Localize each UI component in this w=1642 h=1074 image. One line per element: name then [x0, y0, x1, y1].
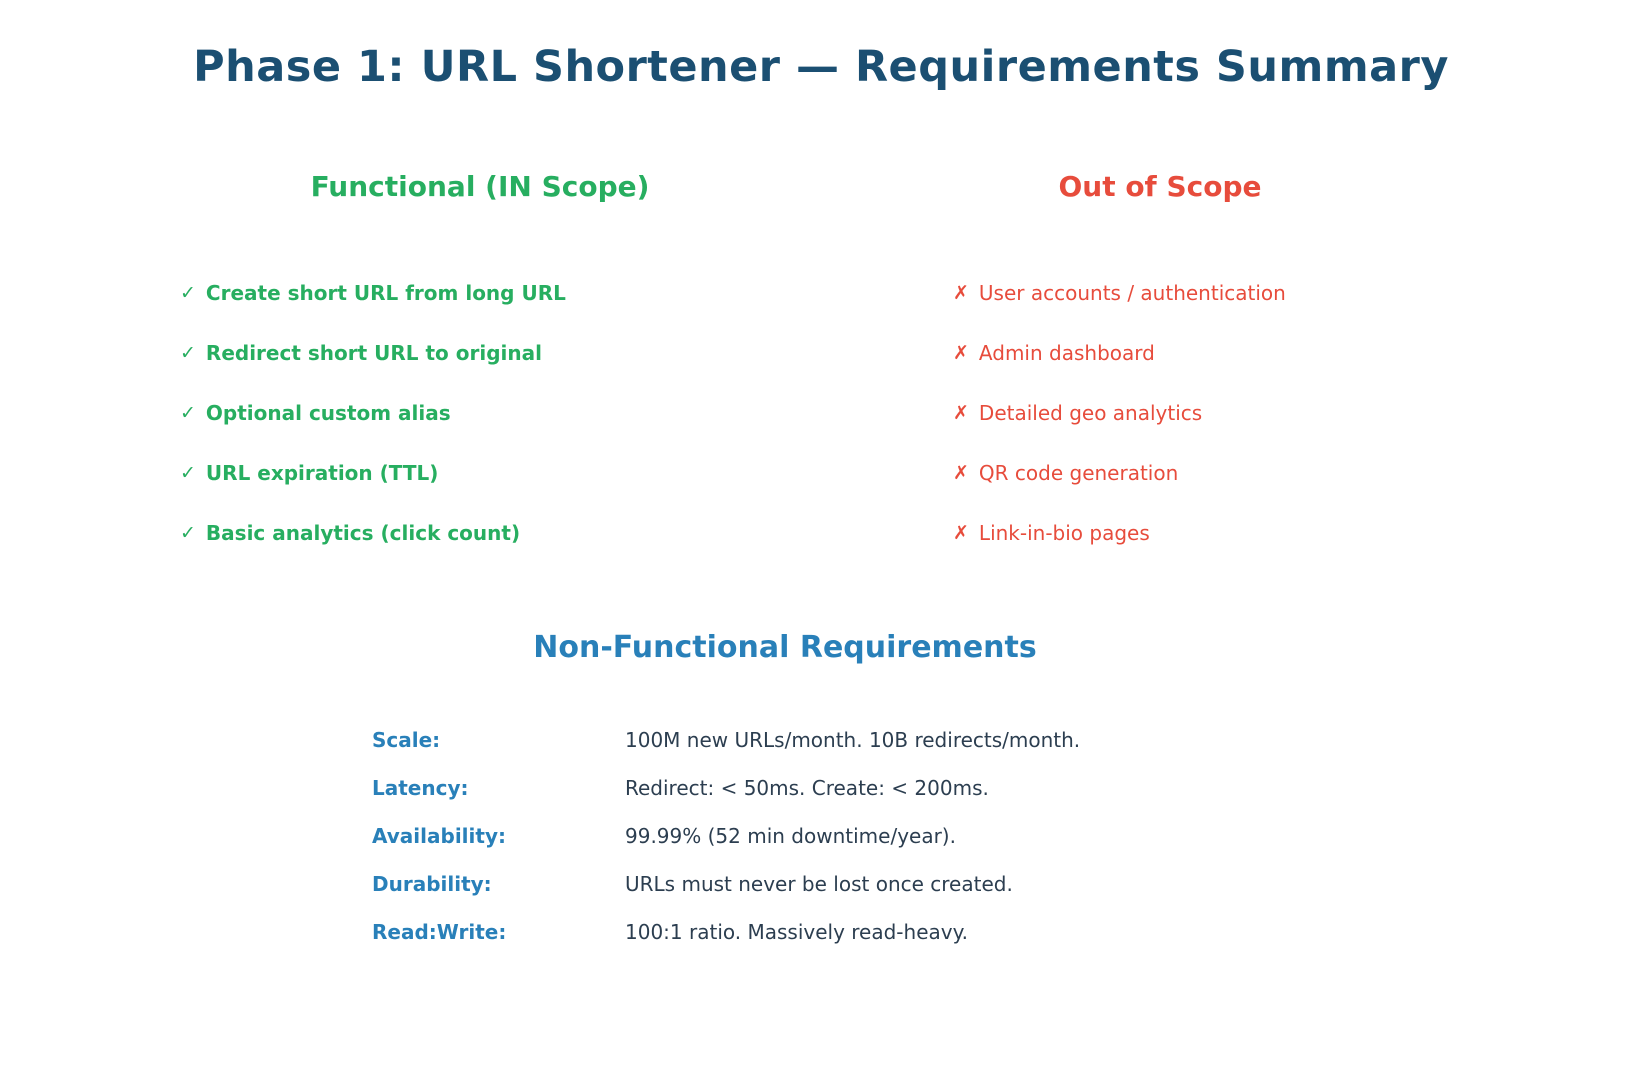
- table-row: Scale: 100M new URLs/month. 10B redirect…: [0, 726, 1642, 754]
- nfr-value: 100M new URLs/month. 10B redirects/month…: [625, 728, 1081, 752]
- checkmark-icon: ✓: [180, 462, 196, 484]
- nfr-value: 100:1 ratio. Massively read-heavy.: [625, 920, 968, 944]
- nfr-label: Latency:: [372, 776, 469, 800]
- list-item: ✗ User accounts / authentication: [953, 279, 1286, 307]
- page-title: Phase 1: URL Shortener — Requirements Su…: [193, 42, 1449, 92]
- checkmark-icon: ✓: [180, 402, 196, 424]
- nfr-value: 99.99% (52 min downtime/year).: [625, 824, 956, 848]
- checkmark-icon: ✓: [180, 282, 196, 304]
- list-item-label: Admin dashboard: [978, 341, 1155, 365]
- list-item-label: Link-in-bio pages: [978, 521, 1150, 545]
- checkmark-icon: ✓: [180, 342, 196, 364]
- checkmark-icon: ✓: [180, 522, 196, 544]
- cross-icon: ✗: [953, 522, 969, 544]
- list-item-label: Optional custom alias: [205, 401, 451, 425]
- nfr-value: URLs must never be lost once created.: [625, 872, 1013, 896]
- list-item: ✗ QR code generation: [953, 459, 1286, 487]
- table-row: Durability: URLs must never be lost once…: [0, 870, 1642, 898]
- list-item-label: User accounts / authentication: [978, 281, 1286, 305]
- non-functional-requirements-heading: Non-Functional Requirements: [533, 630, 1037, 665]
- list-item-label: Redirect short URL to original: [205, 341, 542, 365]
- list-item: ✓ Redirect short URL to original: [180, 339, 566, 367]
- nfr-label: Scale:: [372, 728, 441, 752]
- nfr-label: Availability:: [372, 824, 506, 848]
- table-row: Availability: 99.99% (52 min downtime/ye…: [0, 822, 1642, 850]
- list-item: ✓ Basic analytics (click count): [180, 519, 566, 547]
- out-of-scope-heading: Out of Scope: [1058, 170, 1262, 203]
- list-item: ✗ Detailed geo analytics: [953, 399, 1286, 427]
- list-item-label: URL expiration (TTL): [205, 461, 439, 485]
- functional-in-scope-heading: Functional (IN Scope): [310, 170, 650, 203]
- list-item-label: Detailed geo analytics: [978, 401, 1203, 425]
- list-item: ✗ Admin dashboard: [953, 339, 1286, 367]
- list-item: ✓ Create short URL from long URL: [180, 279, 566, 307]
- list-item-label: Create short URL from long URL: [205, 281, 566, 305]
- cross-icon: ✗: [953, 462, 969, 484]
- list-item: ✗ Link-in-bio pages: [953, 519, 1286, 547]
- out-of-scope-item-list: ✗ User accounts / authentication ✗ Admin…: [953, 279, 1286, 579]
- list-item: ✓ URL expiration (TTL): [180, 459, 566, 487]
- functional-item-list: ✓ Create short URL from long URL ✓ Redir…: [180, 279, 566, 579]
- cross-icon: ✗: [953, 402, 969, 424]
- list-item-label: QR code generation: [978, 461, 1179, 485]
- table-row: Read:Write: 100:1 ratio. Massively read-…: [0, 918, 1642, 946]
- nfr-value: Redirect: < 50ms. Create: < 200ms.: [625, 776, 989, 800]
- table-row: Latency: Redirect: < 50ms. Create: < 200…: [0, 774, 1642, 802]
- nfr-label: Durability:: [372, 872, 492, 896]
- list-item-label: Basic analytics (click count): [205, 521, 521, 545]
- nfr-label: Read:Write:: [372, 920, 507, 944]
- cross-icon: ✗: [953, 342, 969, 364]
- list-item: ✓ Optional custom alias: [180, 399, 566, 427]
- non-functional-requirements-table: Scale: 100M new URLs/month. 10B redirect…: [0, 726, 1642, 966]
- cross-icon: ✗: [953, 282, 969, 304]
